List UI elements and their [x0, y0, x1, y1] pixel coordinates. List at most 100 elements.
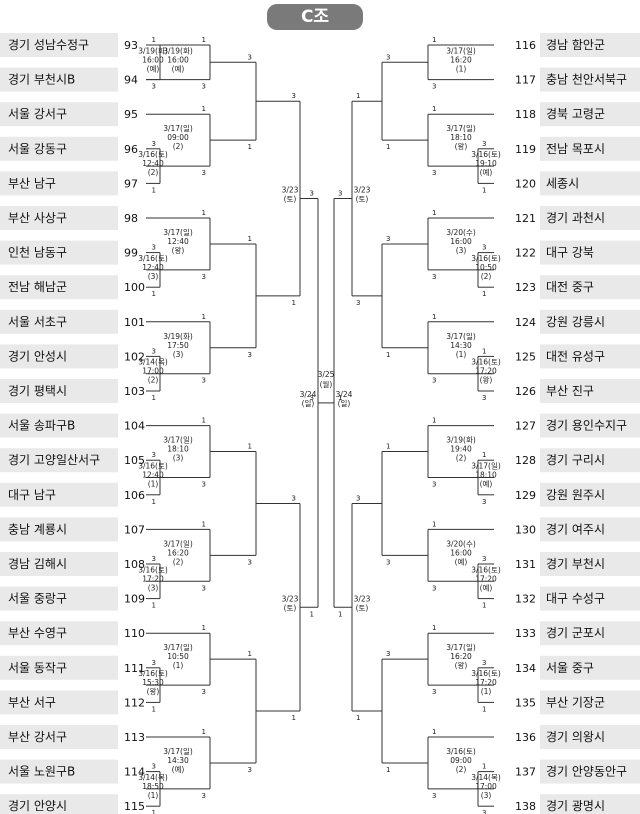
- match-time: (1): [148, 480, 159, 489]
- team-box: [540, 171, 640, 196]
- score-label: 3: [248, 558, 252, 566]
- score-label: 3: [482, 244, 486, 252]
- score-label: 3: [482, 659, 486, 667]
- score-label: 1: [432, 36, 436, 44]
- team-number: 133: [515, 627, 536, 640]
- score-label: 1: [152, 186, 156, 194]
- team-box: [540, 344, 640, 369]
- match-time: 3/17(일): [163, 436, 193, 445]
- match-time: (예): [172, 764, 185, 774]
- score-label: 1: [482, 186, 486, 194]
- team-number: 100: [124, 281, 145, 294]
- team-name: 전남 해남군: [8, 280, 67, 294]
- team-number: 105: [124, 454, 145, 467]
- score-label: 1: [152, 290, 156, 298]
- round-date: 3/23: [354, 186, 371, 195]
- team-number: 98: [124, 212, 138, 225]
- score-label: 3: [432, 377, 436, 385]
- team-name: 세종시: [546, 176, 579, 190]
- score-label: 1: [292, 299, 296, 307]
- match-time: 3/14(목): [138, 358, 168, 367]
- match-time: (3): [173, 350, 184, 359]
- match-time: (예): [455, 556, 468, 566]
- score-label: 1: [202, 624, 206, 632]
- team-number: 129: [515, 489, 536, 502]
- team-number: 115: [124, 800, 145, 813]
- team-box: [540, 275, 640, 300]
- round-date: (토): [356, 603, 369, 612]
- team-number: 122: [515, 247, 536, 260]
- match-time: 17:20: [475, 367, 497, 376]
- team-name: 경기 부천시: [546, 556, 605, 571]
- team-number: 116: [515, 39, 536, 52]
- group-title: C조: [267, 4, 363, 30]
- match-time: 17:20: [475, 678, 497, 687]
- match-time: 3/17(일): [471, 462, 501, 471]
- team-box: [0, 482, 118, 507]
- match-time: (1): [173, 661, 184, 670]
- score-label: 3: [432, 688, 436, 696]
- match-time: 12:40: [142, 471, 164, 480]
- score-label: 1: [432, 209, 436, 217]
- team-number: 106: [124, 489, 145, 502]
- match-time: 3/20(수): [446, 228, 476, 237]
- score-label: 3: [202, 584, 206, 592]
- team-name: 서울 서초구: [8, 315, 67, 329]
- score-label: 1: [386, 351, 390, 359]
- match-time: (왕): [172, 246, 185, 255]
- score-label: 1: [152, 498, 156, 506]
- team-name: 경기 안성시: [8, 349, 67, 363]
- score-label: 1: [152, 809, 156, 814]
- score-label: 1: [432, 417, 436, 425]
- team-number: 95: [124, 108, 138, 121]
- match-time: 16:00: [142, 55, 164, 64]
- score-label: 1: [292, 714, 296, 722]
- team-box: [540, 794, 640, 814]
- team-name: 부산 기장군: [546, 695, 605, 709]
- team-box: [0, 206, 118, 230]
- score-label: 3: [202, 377, 206, 385]
- team-box: [540, 690, 640, 715]
- match-time: 17:20: [142, 574, 164, 583]
- match-time: 3/20(수): [446, 539, 476, 548]
- team-box: [0, 794, 118, 814]
- team-number: 112: [124, 696, 145, 709]
- match-time: 3/14(목): [471, 773, 501, 782]
- team-number: 126: [515, 385, 536, 398]
- match-time: (3): [148, 583, 159, 592]
- team-number: 136: [515, 731, 536, 744]
- team-box: [540, 67, 640, 92]
- score-label: 1: [482, 451, 486, 459]
- team-box: [540, 102, 640, 127]
- match-time: 16:00: [450, 548, 472, 557]
- team-number: 119: [515, 143, 536, 156]
- match-time: 17:20: [475, 574, 497, 583]
- score-label: 1: [482, 347, 486, 355]
- team-number: 128: [515, 454, 536, 467]
- match-time: 3/16(토): [471, 669, 501, 678]
- score-label: 3: [202, 169, 206, 177]
- match-time: (예): [480, 582, 493, 592]
- team-number: 103: [124, 385, 145, 398]
- match-time: (1): [456, 350, 467, 359]
- final-date: 3/25: [318, 370, 335, 379]
- match-time: 16:00: [167, 55, 189, 64]
- score-label: 3: [202, 792, 206, 800]
- score-label: 3: [310, 190, 314, 198]
- match-time: 3/16(토): [471, 254, 501, 263]
- team-name: 경기 의왕시: [546, 730, 605, 744]
- match-time: 19:10: [475, 159, 497, 168]
- score-label: 3: [482, 555, 486, 563]
- team-box: [0, 33, 118, 57]
- score-label: 3: [482, 498, 486, 506]
- score-label: 3: [432, 481, 436, 489]
- score-label: 3: [248, 351, 252, 359]
- team-number: 123: [515, 281, 536, 294]
- team-box: [0, 413, 118, 438]
- score-label: 1: [432, 520, 436, 528]
- match-time: (3): [456, 246, 467, 255]
- score-label: 3: [152, 347, 156, 355]
- team-name: 인천 남동구: [8, 245, 67, 260]
- score-label: 1: [202, 520, 206, 528]
- match-time: 3/16(토): [471, 565, 501, 574]
